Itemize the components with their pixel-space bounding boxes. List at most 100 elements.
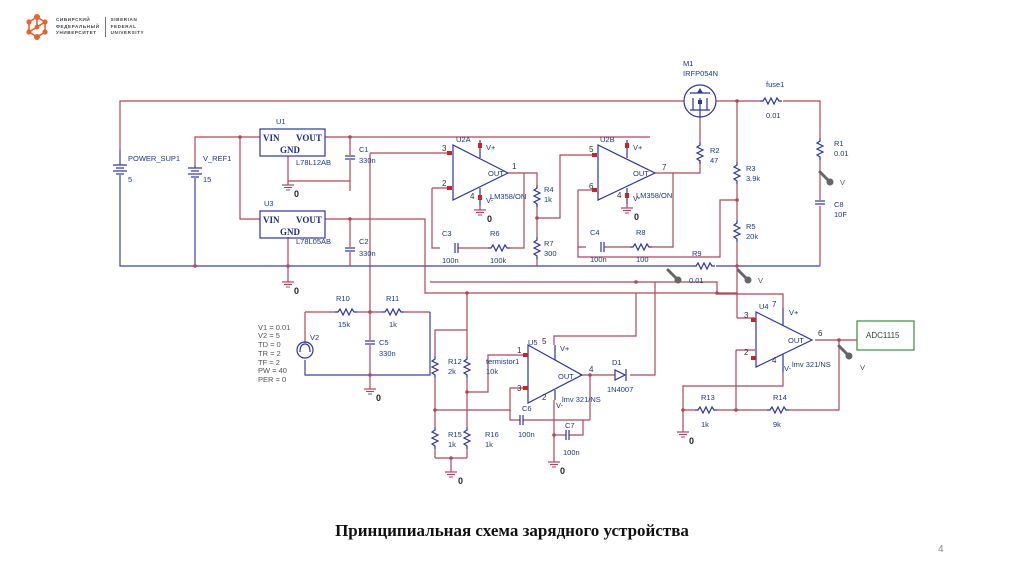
- u2b-part: LM358/ON: [636, 191, 672, 200]
- probe-icon[interactable]: V: [736, 268, 763, 285]
- logo-ru-line2: ФЕДЕРАЛЬНЫЙ: [56, 23, 100, 29]
- r12-ref: R12: [448, 357, 462, 366]
- probe-icon[interactable]: V: [837, 344, 865, 372]
- diode-d1: D1 1N4007: [607, 358, 633, 394]
- c3-value: 100n: [442, 256, 459, 265]
- power-sup1-name: POWER_SUP1: [128, 154, 180, 163]
- v-ref1-value: 15: [203, 175, 211, 184]
- u2a-out: OUT: [488, 169, 504, 178]
- u1-part: L78L12AB: [296, 158, 331, 167]
- opamp-u5: U5 5 1 3 4 2 V+ V- OUT lmv 321/NS: [517, 337, 601, 410]
- u5-pin-minus: 3: [517, 384, 522, 393]
- probe-label: V: [758, 276, 763, 285]
- u3-vout: VOUT: [296, 215, 322, 225]
- logo-ru-line1: СИБИРСКИЙ: [56, 17, 91, 23]
- c3-ref: C3: [442, 229, 452, 238]
- u2b-out: OUT: [633, 169, 649, 178]
- u1-vin: VIN: [263, 133, 280, 143]
- regulator-u3: U3 VIN VOUT GND L78L05AB: [259, 199, 331, 246]
- probe-label: V: [860, 363, 865, 372]
- c1-ref: C1: [359, 145, 369, 154]
- u2b-pin-out: 7: [662, 163, 667, 172]
- r3-value: 3.9k: [746, 174, 760, 183]
- logo-ru-line3: УНИВЕРСИТЕТ: [56, 30, 97, 36]
- opamp-u2a: U2A 3 2 1 4 V+ V- OUT LM358/ON 0: [442, 135, 526, 224]
- c2-ref: C2: [359, 237, 369, 246]
- c5-ref: C5: [379, 338, 389, 347]
- u2a-vplus: V+: [486, 143, 496, 152]
- r6-ref: R6: [490, 229, 500, 238]
- u1-vout: VOUT: [296, 133, 322, 143]
- u1-gnd: GND: [280, 145, 301, 155]
- r11-ref: R11: [386, 294, 399, 303]
- r13-ref: R13: [701, 393, 715, 402]
- u2a-pin-plus: 3: [442, 144, 447, 153]
- r4-value: 1k: [544, 195, 552, 204]
- v2-param-v2: V2 = 5: [258, 331, 280, 340]
- r15-ref: R15: [448, 430, 462, 439]
- d1-ref: D1: [612, 358, 622, 367]
- opamp-u4: U4 7 3 2 6 4 V+ V- OUT lmv 321/NS: [744, 300, 831, 373]
- m1-ref: M1: [683, 59, 693, 68]
- c6-value: 100n: [518, 430, 535, 439]
- u5-out: OUT: [558, 372, 574, 381]
- probe-icon[interactable]: V: [818, 170, 845, 187]
- voltage-probes: V V V: [666, 170, 865, 372]
- u4-out: OUT: [788, 336, 804, 345]
- c7-ref: C7: [565, 421, 575, 430]
- logo-divider: [104, 17, 106, 37]
- v2-param-v1: V1 = 0.01: [258, 323, 290, 332]
- u5-vminus: V-: [556, 401, 564, 410]
- university-logo: СИБИРСКИЙ ФЕДЕРАЛЬНЫЙ УНИВЕРСИТЕТ SIBERI…: [24, 13, 144, 41]
- u5-vplus: V+: [560, 344, 570, 353]
- u2b-pin-plus: 5: [589, 145, 594, 154]
- r3-ref: R3: [746, 164, 756, 173]
- power-sup1: POWER_SUP1 5: [112, 150, 180, 188]
- u2b-ref: U2B: [600, 135, 615, 144]
- v2-param-td: TD = 0: [258, 340, 281, 349]
- u2b-vminus: V-: [633, 194, 641, 203]
- u4-ref: U4: [759, 302, 769, 311]
- r15-value: 1k: [448, 440, 456, 449]
- ground-label: 0: [458, 476, 463, 486]
- u2b-vplus: V+: [633, 143, 643, 152]
- u5-ref: U5: [528, 338, 538, 347]
- u2b-pin-vminus: 4: [617, 191, 622, 200]
- v2-param-per: PER = 0: [258, 375, 286, 384]
- ground-label: 0: [560, 466, 565, 476]
- u4-part: lmv 321/NS: [792, 360, 831, 369]
- u4-vminus: V-: [784, 364, 792, 373]
- wires: [119, 100, 857, 468]
- r1-value: 0.01: [834, 149, 849, 158]
- r13-value: 1k: [701, 420, 709, 429]
- u2b-pin-minus: 6: [589, 182, 594, 191]
- c7-value: 100n: [563, 448, 580, 457]
- u3-part: L78L05AB: [296, 237, 331, 246]
- r2-ref: R2: [710, 146, 720, 155]
- c2-value: 330n: [359, 249, 376, 258]
- u3-gnd: GND: [280, 227, 301, 237]
- v2-name: V2: [310, 333, 319, 342]
- ground-label: 0: [689, 436, 694, 446]
- c8-ref: C8: [834, 200, 844, 209]
- thermistor-ref: termistor1: [486, 357, 519, 366]
- c6-ref: C6: [522, 404, 532, 413]
- thermistor-value: 10k: [486, 367, 498, 376]
- u5-pin-vminus: 2: [542, 393, 547, 402]
- r1-ref: R1: [834, 139, 844, 148]
- ground-label: 0: [487, 214, 492, 224]
- u5-part: lmv 321/NS: [562, 395, 601, 404]
- r16-value: 1k: [485, 440, 493, 449]
- u4-pin-vplus: 7: [772, 300, 777, 309]
- c1-value: 330n: [359, 156, 376, 165]
- u1-ref: U1: [276, 117, 286, 126]
- capacitors: C1 330n C2 330n C3 100n C4 100n C5 330n …: [344, 145, 847, 457]
- u4-pin-out: 6: [818, 329, 823, 338]
- m1-part: IRFP054N: [683, 69, 718, 78]
- r5-value: 20k: [746, 232, 758, 241]
- r8-ref: R8: [636, 228, 646, 237]
- c8-value: 10F: [834, 210, 847, 219]
- mosfet-m1: M1 IRFP054N: [683, 59, 718, 118]
- fuse1-value: 0.01: [766, 111, 781, 120]
- r8-value: 100: [636, 255, 649, 264]
